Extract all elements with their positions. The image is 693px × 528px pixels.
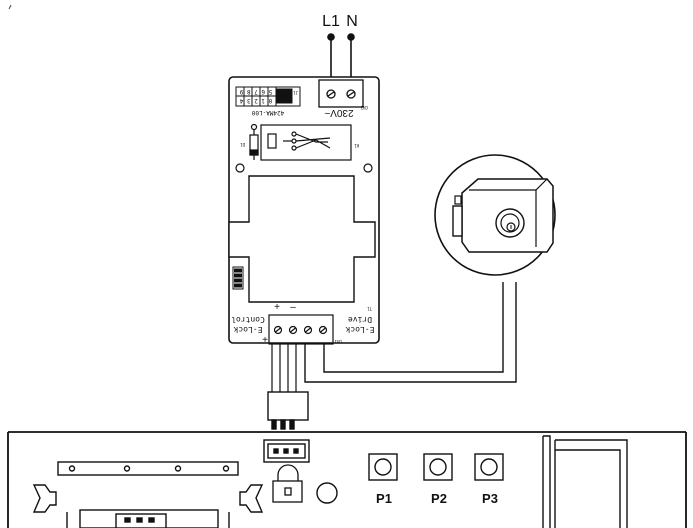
- mains-terminal-block: [318, 79, 364, 108]
- svg-text:E-Lock: E-Lock: [345, 325, 374, 334]
- minus-top-label: –: [290, 302, 296, 313]
- indicator-led: [316, 482, 338, 504]
- transformer-ref: T1: [367, 306, 372, 311]
- button-p2[interactable]: [423, 453, 453, 481]
- n-label: N: [346, 13, 358, 30]
- jumper-ref: J1: [293, 90, 298, 95]
- drive-cable: [304, 282, 517, 383]
- side-housing: [542, 435, 628, 528]
- cable-plug: [267, 391, 309, 430]
- control-cable: [271, 344, 297, 392]
- padlock-icon: [272, 464, 303, 503]
- voltage-label: 230V~: [324, 107, 353, 118]
- diode-ref: D1: [240, 142, 245, 147]
- board-connector: [263, 439, 310, 463]
- relay-ref: K1: [354, 143, 359, 148]
- transformer: [228, 175, 376, 303]
- relay: [260, 124, 352, 161]
- cn1-label: CN1: [334, 339, 342, 344]
- control-label: E-Lock Control: [231, 315, 265, 334]
- plus-bottom-label: +: [262, 335, 268, 346]
- button-p3[interactable]: [474, 453, 504, 481]
- button-p2-label: P2: [431, 491, 447, 506]
- jumper-top-digits: 5 6 7 8 9: [239, 88, 272, 95]
- electric-lock: [434, 154, 556, 276]
- address-jumper-block: [235, 86, 301, 107]
- plus-top-label: +: [274, 302, 280, 313]
- svg-text:Control: Control: [231, 315, 265, 324]
- mains-wires: [327, 33, 355, 80]
- mounting-holes: [235, 163, 373, 173]
- model-label: 424MA-L00: [251, 109, 284, 116]
- header-connector: [232, 266, 244, 290]
- l1-label: L1: [322, 13, 340, 30]
- button-p1-label: P1: [376, 491, 392, 506]
- output-terminal-block: [268, 314, 334, 345]
- stray-mark: [8, 4, 12, 10]
- drive-label: E-Lock Drive: [345, 315, 374, 334]
- button-p1[interactable]: [368, 453, 398, 481]
- button-p3-label: P3: [482, 491, 498, 506]
- mounting-bracket: [32, 461, 264, 528]
- svg-text:E-Lock: E-Lock: [233, 325, 262, 334]
- svg-text:Drive: Drive: [348, 315, 372, 324]
- control-panel: [7, 431, 687, 528]
- jumper-bottom-digits: 0 1 2 3 4: [239, 97, 272, 104]
- diode: [249, 123, 259, 160]
- cn2-label: CN2: [360, 105, 368, 110]
